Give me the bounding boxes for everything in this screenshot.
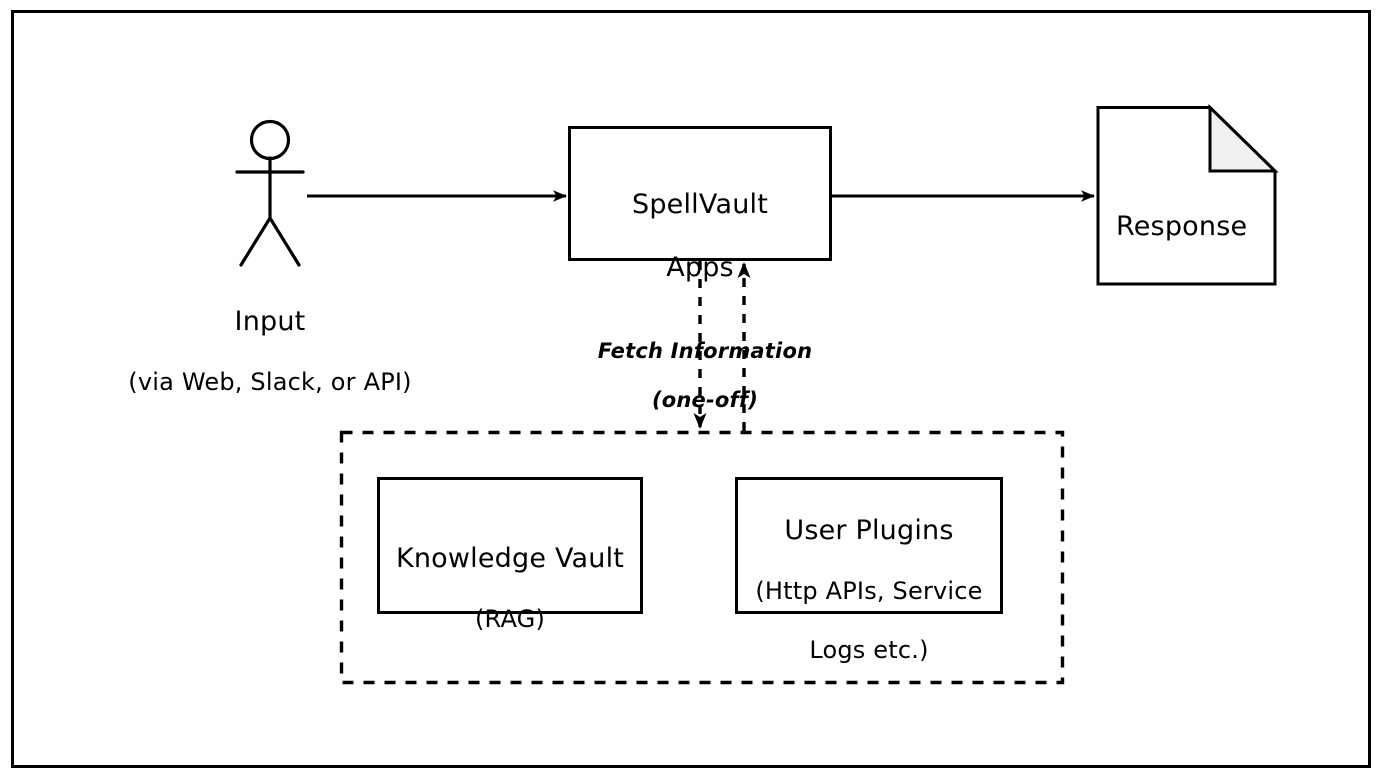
fetch-information-edge-label: Fetch Information (one-off): [560, 315, 850, 437]
knowledge-label-line2: (RAG): [474, 604, 546, 633]
spellvault-label-line1: SpellVault: [631, 189, 768, 221]
knowledge-vault-box: [377, 477, 643, 614]
spellvault-label-line2: Apps: [666, 251, 734, 283]
response-label-text: Response: [1116, 211, 1248, 243]
plugins-label-line1: User Plugins: [784, 515, 954, 547]
input-label-line1: Input: [234, 306, 306, 338]
user-plugins-box: [735, 477, 1003, 614]
outer-border: [11, 10, 1371, 768]
plugins-label-line3: Logs etc.): [809, 636, 929, 665]
input-label-line2: (via Web, Slack, or API): [128, 367, 412, 396]
response-label: Response: [1100, 180, 1272, 274]
knowledge-vault-label: Knowledge Vault (RAG): [378, 512, 642, 665]
fetch-label-line2: (one-off): [651, 388, 759, 413]
plugins-label-line2: (Http APIs, Service: [755, 576, 983, 605]
fetch-label-line1: Fetch Information: [597, 339, 813, 364]
knowledge-label-line1: Knowledge Vault: [395, 543, 625, 575]
input-label: Input (via Web, Slack, or API): [120, 275, 420, 428]
stick-figure-user-icon: [235, 119, 305, 267]
user-plugins-label: User Plugins (Http APIs, Service Logs et…: [736, 484, 1002, 696]
spellvault-apps-label: SpellVault Apps: [569, 158, 831, 315]
sources-container: [339, 430, 1065, 685]
response-document-shape: [1096, 103, 1279, 286]
spellvault-apps-box: [568, 126, 832, 261]
